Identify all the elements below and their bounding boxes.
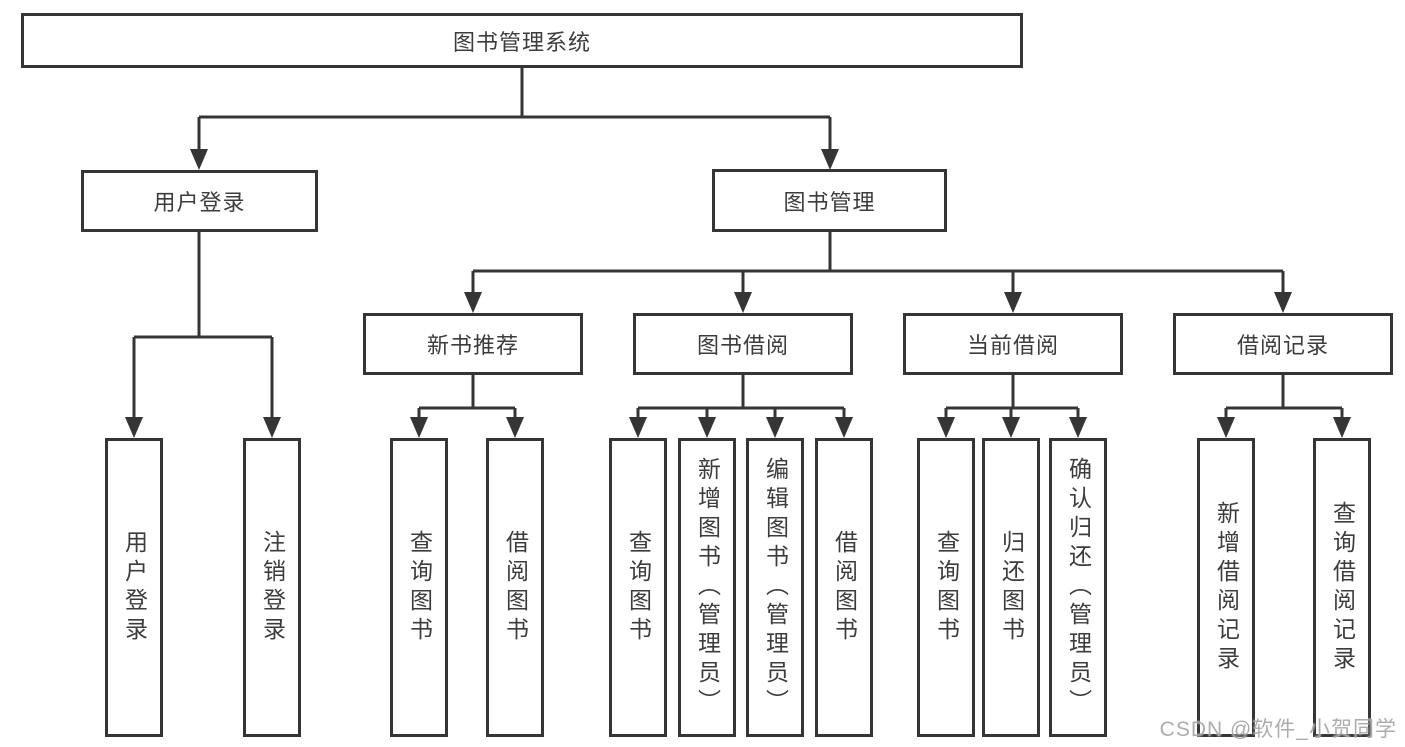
arrow-icon	[821, 149, 839, 170]
connector-paths	[132, 68, 1344, 420]
node-new-book-recommend: 新书推荐	[363, 313, 583, 375]
node-user-login: 用户登录	[81, 170, 318, 232]
node-root: 图书管理系统	[21, 13, 1023, 68]
node-label: 用户登录	[153, 190, 246, 215]
arrow-icon	[410, 417, 428, 438]
node-leaf-query-books: 查询图书	[609, 438, 667, 737]
node-leaf-return-books: 归还图书	[982, 438, 1040, 737]
arrow-icon	[263, 417, 281, 438]
node-leaf-confirm-return-admin: 确认归还（管理员）	[1049, 438, 1107, 737]
arrow-icon	[1002, 417, 1020, 438]
csdn-watermark: CSDN @软件_小贺同学	[1159, 718, 1397, 741]
node-root-label: 图书管理系统	[452, 29, 591, 55]
node-label: 用户登录	[121, 529, 148, 646]
node-label: 图书管理	[783, 189, 876, 215]
node-label: 新增图书（管理员）	[694, 457, 721, 718]
node-leaf-query-books: 查询图书	[917, 438, 975, 737]
arrow-icon	[464, 292, 482, 313]
node-label: 编辑图书（管理员）	[762, 457, 789, 718]
node-leaf-borrow-books: 借阅图书	[486, 438, 544, 737]
node-current-borrowing: 当前借阅	[903, 313, 1123, 375]
node-label: 新增借阅记录	[1213, 500, 1240, 675]
node-label: 查询图书	[406, 529, 433, 646]
arrow-icon	[506, 417, 524, 438]
node-label: 确认归还（管理员）	[1065, 457, 1092, 718]
node-label: 借阅图书	[502, 529, 529, 646]
arrow-icon	[835, 417, 853, 438]
node-label: 借阅图书	[831, 529, 858, 646]
arrow-icon	[1333, 417, 1351, 438]
node-leaf-add-book-admin: 新增图书（管理员）	[678, 438, 736, 737]
arrow-icon	[125, 417, 143, 438]
node-label: 当前借阅	[966, 333, 1059, 358]
arrow-icon	[190, 149, 208, 170]
arrow-icon	[698, 417, 716, 438]
node-label: 查询图书	[625, 529, 652, 646]
arrow-icon	[937, 417, 955, 438]
arrowheads	[125, 149, 1351, 438]
node-leaf-add-borrow-record: 新增借阅记录	[1197, 438, 1255, 737]
node-label: 查询借阅记录	[1329, 500, 1356, 675]
node-label: 查询图书	[933, 529, 960, 646]
node-leaf-edit-book-admin: 编辑图书（管理员）	[746, 438, 804, 737]
node-book-management: 图书管理	[712, 169, 947, 232]
arrow-icon	[766, 417, 784, 438]
node-label: 注销登录	[259, 529, 286, 646]
node-leaf-user-login: 用户登录	[105, 438, 163, 737]
arrow-icon	[1004, 292, 1022, 313]
node-leaf-query-books: 查询图书	[390, 438, 448, 737]
arrow-icon	[734, 292, 752, 313]
node-label: 新书推荐	[426, 333, 519, 358]
node-leaf-logout: 注销登录	[243, 438, 301, 737]
node-borrowing-records: 借阅记录	[1173, 313, 1393, 375]
node-label: 图书借阅	[696, 333, 789, 358]
node-leaf-query-borrow-record: 查询借阅记录	[1313, 438, 1371, 737]
node-book-borrowing: 图书借阅	[633, 313, 853, 375]
arrow-icon	[1274, 292, 1292, 313]
node-leaf-borrow-books: 借阅图书	[815, 438, 873, 737]
node-label: 借阅记录	[1236, 333, 1329, 358]
arrow-icon	[1217, 417, 1235, 438]
arrow-icon	[629, 417, 647, 438]
arrow-icon	[1069, 417, 1087, 438]
node-label: 归还图书	[998, 529, 1025, 646]
